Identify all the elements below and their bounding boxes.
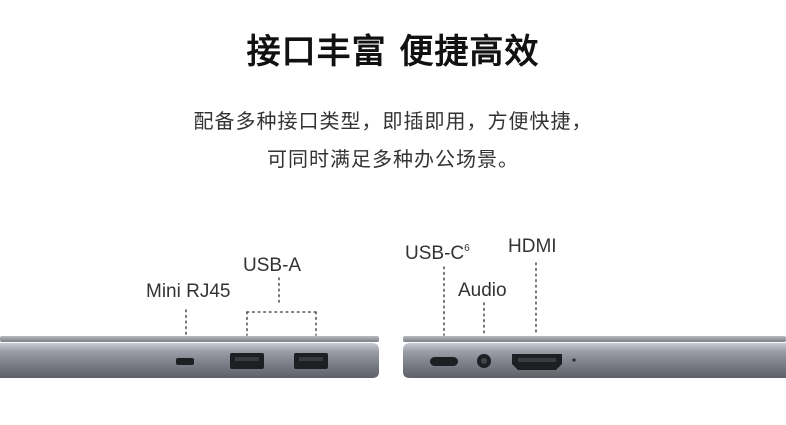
usb-c-footnote: 6 <box>464 243 470 254</box>
left-laptop-side <box>0 336 379 378</box>
description-line-2: 可同时满足多种办公场景。 <box>267 147 519 171</box>
status-indicator <box>572 358 576 362</box>
left-lid <box>0 336 379 342</box>
usb-c-port <box>430 357 458 366</box>
description-line-1: 配备多种接口类型，即插即用，方便快捷， <box>193 109 593 133</box>
hdmi-label: HDMI <box>508 236 557 257</box>
audio-label: Audio <box>458 280 507 301</box>
right-base <box>403 343 786 378</box>
mini-rj45-port <box>176 358 194 365</box>
mini-rj45-label: Mini RJ45 <box>146 281 231 302</box>
right-lid <box>403 336 786 342</box>
leader-lines <box>185 262 537 336</box>
usb-c-label-text: USB-C <box>405 243 465 264</box>
right-laptop-side <box>403 336 786 378</box>
page-title: 接口丰富 便捷高效 <box>246 32 540 72</box>
usb-a-label: USB-A <box>243 255 302 276</box>
usb-c-label: USB-C6 <box>405 243 470 265</box>
